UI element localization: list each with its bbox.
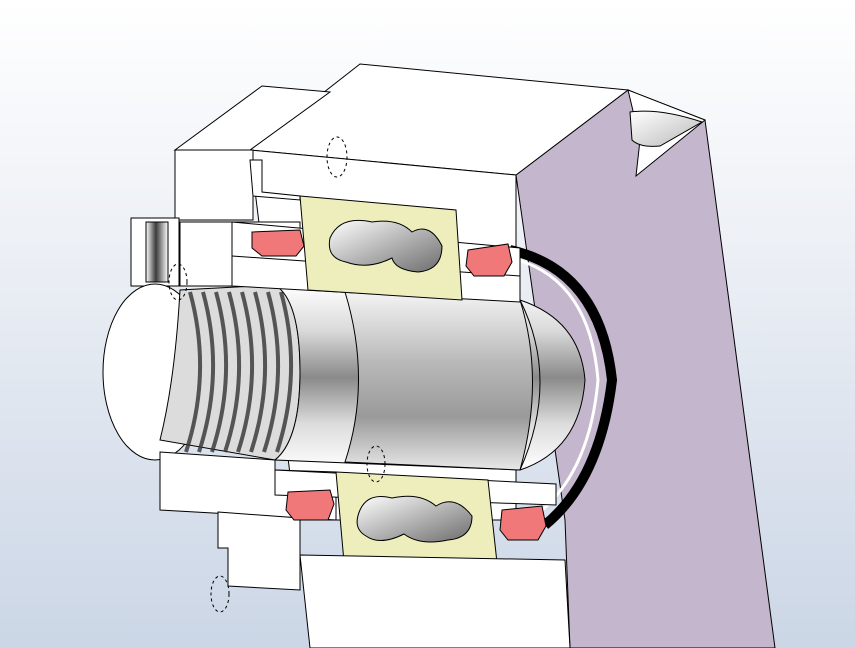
sleeve-edge bbox=[519, 299, 541, 471]
thread-line bbox=[210, 291, 229, 453]
thread-line bbox=[184, 291, 203, 453]
hidden-hole-bottom bbox=[210, 575, 230, 613]
thread-lines bbox=[184, 291, 294, 453]
counterbore-pocket bbox=[629, 110, 704, 147]
upper-bearing-ball bbox=[328, 219, 443, 273]
thread-line bbox=[262, 291, 281, 453]
thread-line bbox=[197, 291, 216, 453]
hidden-hole-top bbox=[326, 136, 348, 178]
lower-right-seal bbox=[499, 505, 547, 541]
thread-line bbox=[249, 291, 268, 453]
retaining-ring bbox=[508, 245, 618, 529]
upper-right-seal bbox=[465, 243, 513, 277]
lower-flange-plate bbox=[217, 511, 301, 591]
retaining-ring-inner bbox=[517, 258, 600, 514]
upper-left-seal bbox=[251, 229, 305, 257]
lower-bearing-ball bbox=[356, 495, 473, 543]
sleeve-band bbox=[344, 291, 533, 471]
plug-thread bbox=[145, 221, 169, 283]
lower-left-seal bbox=[285, 489, 335, 521]
thread-line bbox=[275, 291, 294, 453]
flange-plate-front bbox=[174, 149, 254, 221]
hidden-hole-left bbox=[168, 263, 188, 301]
hidden-hole-center bbox=[366, 445, 386, 483]
thread-line bbox=[223, 291, 242, 453]
thread-line bbox=[236, 291, 255, 453]
lower-housing-front bbox=[299, 554, 571, 648]
